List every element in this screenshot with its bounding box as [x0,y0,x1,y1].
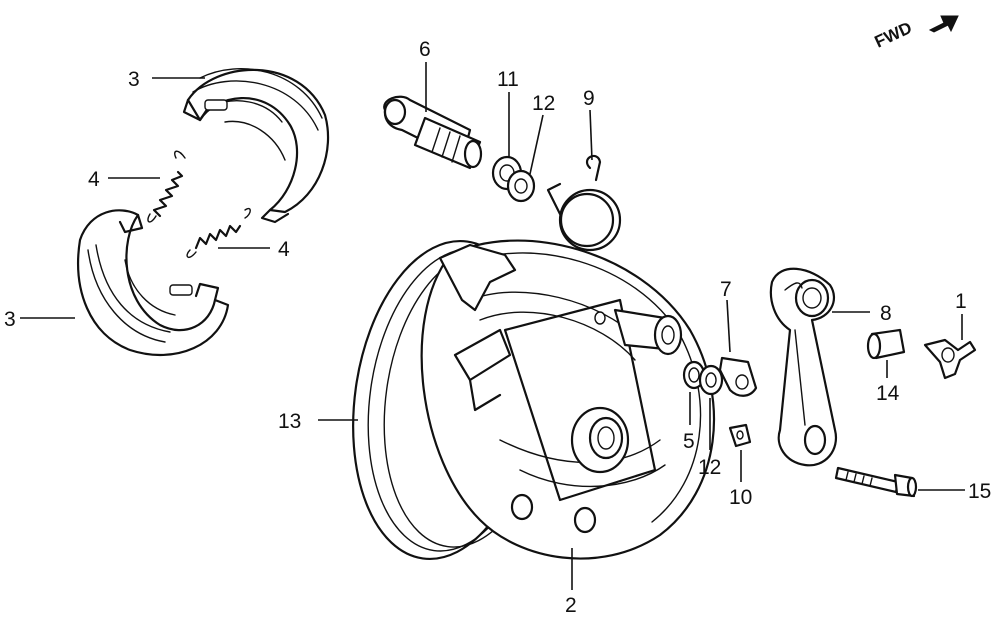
upper-brake-shoe [182,68,330,224]
callout-13: 13 [278,410,301,433]
forward-arrow-icon [928,15,959,33]
callout-6: 6 [419,38,431,61]
wing-nut [923,338,977,380]
brake-arm [769,267,838,467]
callout-12-lower: 12 [698,456,721,479]
leader-lines [20,62,965,590]
joint-pin [866,328,906,360]
callout-8: 8 [880,302,892,325]
callout-3-upper: 3 [128,68,140,91]
washer-12-lower [698,364,724,396]
callout-3-lower: 3 [4,308,16,331]
arm-bolt [834,466,918,498]
callout-labels: 3 3 4 4 6 11 12 9 7 8 1 14 5 12 10 13 2 … [4,38,991,617]
shoe-spring-lower [186,207,251,259]
callout-12-upper: 12 [532,92,555,115]
callout-4-lower: 4 [278,238,290,261]
lower-brake-shoe [77,209,230,357]
callout-15: 15 [968,480,991,503]
cam-return-spring [546,154,622,252]
brake-cam [383,95,483,170]
callout-14: 14 [876,382,900,405]
washer-12-upper [506,169,536,203]
wear-indicator-plate-7 [718,356,758,397]
callout-9: 9 [583,87,595,110]
callout-4-upper: 4 [88,168,100,191]
callout-1: 1 [955,290,967,313]
shoe-spring-upper [147,150,186,223]
callout-2: 2 [565,594,577,617]
bolt-clip-10 [728,423,752,448]
fwd-label: FWD [872,18,915,52]
brake-panel [352,239,716,561]
forward-direction-indicator: FWD [872,15,959,52]
callout-11: 11 [497,68,519,91]
callout-10: 10 [729,486,752,509]
callout-5: 5 [683,430,695,453]
callout-7: 7 [720,278,732,301]
